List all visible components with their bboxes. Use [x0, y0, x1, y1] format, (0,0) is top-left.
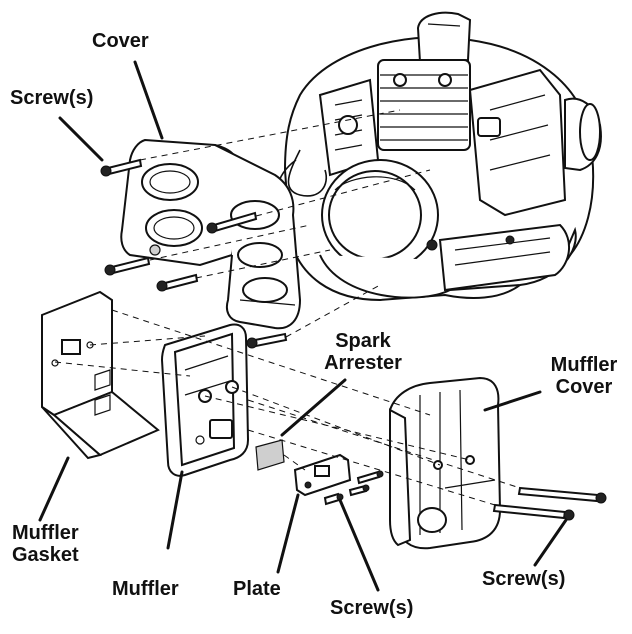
label-plate: Plate [233, 578, 281, 600]
muffler-part [160, 323, 250, 477]
label-cover: Cover [92, 30, 149, 52]
muffler-gasket-part [41, 290, 160, 460]
label-screws-bottom-right: Screw(s) [482, 568, 566, 590]
label-muffler-cover-line2: Cover [555, 376, 613, 398]
assembly-lines-top [139, 109, 431, 338]
label-muffler-gasket-line1: Muffler [12, 522, 79, 544]
label-spark-arrester-line2: Arrester [324, 352, 402, 374]
plate-part [293, 453, 352, 497]
cover-part [120, 138, 302, 330]
label-spark-arrester: Spark Arrester [313, 330, 413, 374]
label-muffler-gasket: Muffler Gasket [12, 522, 79, 566]
label-muffler: Muffler [112, 578, 179, 600]
label-muffler-gasket-line2: Gasket [12, 544, 79, 566]
label-muffler-cover: Muffler Cover [540, 354, 628, 398]
assembly-lines-bottom [54, 309, 521, 506]
screws-bottom-right [492, 486, 607, 521]
label-spark-arrester-line1: Spark [335, 330, 391, 352]
leader-lines [38, 60, 568, 592]
label-screws-top-left: Screw(s) [10, 87, 94, 109]
screws-bottom-center [323, 470, 384, 506]
label-screws-bottom-center: Screw(s) [330, 597, 414, 619]
spark-arrester-part [255, 439, 285, 471]
label-muffler-cover-line1: Muffler [550, 354, 618, 376]
screws-top-left [100, 158, 288, 349]
muffler-cover-part [388, 376, 502, 550]
engine-illustration [276, 11, 602, 302]
